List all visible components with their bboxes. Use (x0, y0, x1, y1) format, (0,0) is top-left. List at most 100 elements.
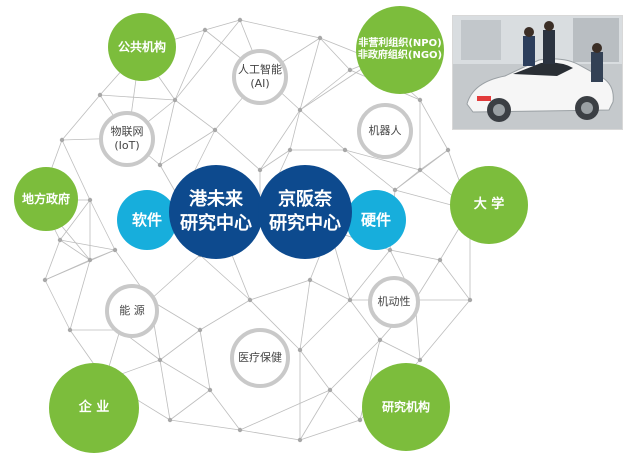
network-edge (89, 199, 116, 251)
network-edge (259, 109, 301, 171)
network-edge (309, 279, 351, 301)
network-edge (59, 199, 91, 241)
network-dot (417, 357, 423, 363)
network-dot (237, 17, 243, 23)
node-hub-minatomirai: 港未来 研究中心 (169, 165, 263, 259)
network-edge (389, 249, 441, 261)
network-dot (445, 147, 451, 153)
hub-right-line-2: 研究中心 (269, 213, 341, 234)
network-edge (299, 109, 346, 151)
node-ngo-label: 非政府组织(NGO) (357, 50, 443, 61)
node-public-org: 公共机构 (108, 13, 176, 81)
network-edge (204, 19, 241, 31)
node-software: 软件 (117, 190, 177, 250)
node-research-org-label: 研究机构 (381, 399, 430, 414)
network-dot (247, 297, 253, 303)
network-edge (239, 19, 321, 39)
network-edge (419, 299, 471, 361)
node-enterprise-label: 企 业 (78, 399, 110, 415)
network-edge (199, 254, 251, 301)
network-edge (174, 19, 241, 101)
node-research-org: 研究机构 (362, 363, 450, 451)
node-ai: 人工智能 (AI) (232, 49, 288, 105)
network-dot (197, 327, 203, 333)
network-edge (329, 339, 381, 391)
network-edge (349, 299, 381, 341)
network-dot (392, 187, 398, 193)
network-dot (297, 347, 303, 353)
network-dot (467, 297, 473, 303)
network-edge (159, 359, 211, 391)
node-hardware: 硬件 (346, 190, 406, 250)
network-edge (159, 359, 171, 421)
network-edge (299, 389, 331, 441)
network-dot (437, 257, 443, 263)
network-dot (297, 437, 303, 443)
network-dot (347, 67, 353, 73)
network-edge (344, 149, 396, 191)
node-energy: 能 源 (105, 284, 159, 338)
hub-left-line-1: 港未来 (189, 188, 243, 210)
network-edge (159, 99, 176, 166)
node-hardware-label: 硬件 (360, 210, 391, 229)
network-dot (317, 35, 323, 41)
network-edge (329, 389, 361, 421)
network-edge (174, 99, 216, 131)
network-dot (377, 337, 383, 343)
network-dot (297, 107, 303, 113)
network-dot (87, 257, 93, 263)
network-edge (299, 279, 311, 351)
node-ai-label-2: (AI) (250, 77, 270, 90)
network-edge (299, 69, 351, 111)
network-edge (174, 29, 206, 101)
network-edge (169, 419, 241, 431)
network-dot (387, 247, 393, 253)
network-edge (99, 94, 176, 101)
network-edge (414, 259, 441, 301)
network-dot (157, 357, 163, 363)
network-dot (237, 427, 243, 433)
network-edge (159, 329, 201, 361)
network-dot (59, 137, 65, 143)
network-edge (344, 149, 421, 171)
network-dot (57, 237, 63, 243)
network-edge (199, 329, 211, 391)
node-mobility-label: 机动性 (377, 295, 411, 309)
node-medical-label: 医疗保健 (238, 351, 282, 365)
network-dot (342, 147, 348, 153)
network-edge (169, 389, 211, 421)
node-iot-label-1: 物联网 (110, 125, 144, 139)
network-dot (287, 147, 293, 153)
node-medical: 医疗保健 (230, 328, 290, 388)
network-edge (249, 299, 301, 351)
node-mobility: 机动性 (368, 276, 420, 328)
node-iot: 物联网 (IoT) (99, 111, 155, 167)
node-npo-ngo: 非营利组织(NPO) 非政府组织(NGO) (356, 6, 444, 94)
network-edge (349, 249, 391, 301)
network-dot (417, 167, 423, 173)
node-robot-label: 机器人 (368, 124, 402, 138)
node-ai-label-1: 人工智能 (238, 63, 282, 77)
network-edge (59, 239, 116, 251)
network-edge (299, 419, 361, 441)
network-dot (172, 97, 178, 103)
hub-left-line-2: 研究中心 (180, 213, 252, 234)
node-npo-label: 非营利组织(NPO) (358, 37, 442, 49)
network-edge (239, 389, 331, 431)
node-enterprise: 企 业 (49, 363, 139, 453)
network-edge (259, 149, 291, 171)
car-photo (452, 15, 623, 130)
network-edge (149, 254, 201, 301)
network-edge (159, 129, 216, 166)
network-edge (289, 109, 301, 151)
network-dot (417, 97, 423, 103)
network-edge (299, 349, 331, 391)
car-photo-illustration (453, 16, 622, 129)
network-edge (61, 94, 101, 141)
network-edge (209, 389, 241, 431)
node-university: 大 学 (450, 166, 528, 244)
network-dot (87, 197, 93, 203)
network-edge (214, 129, 261, 171)
network-dot (327, 387, 333, 393)
network-edge (89, 249, 116, 261)
